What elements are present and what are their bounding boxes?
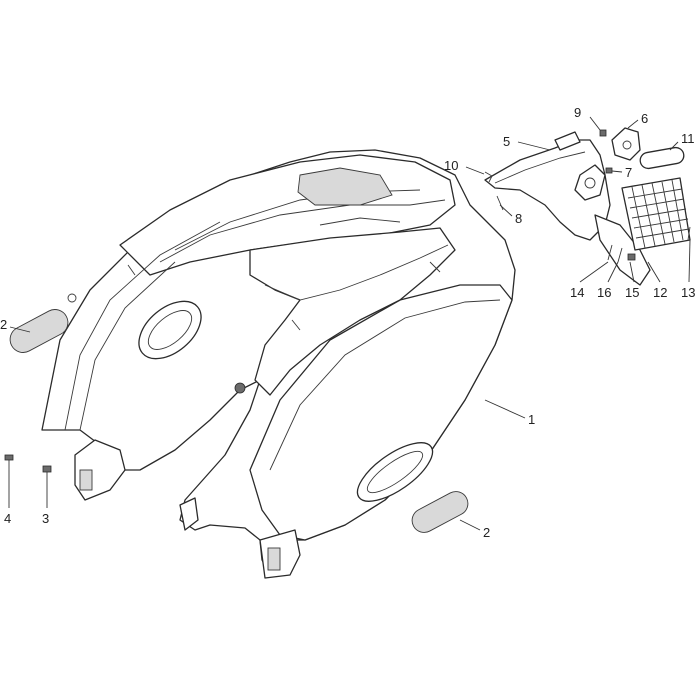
callout-12: 12: [653, 285, 667, 300]
cover-cap-part-6: [611, 127, 641, 161]
trim-pad-part-11: [639, 146, 685, 170]
clip-part-3: [42, 465, 52, 473]
leader-lines: [8, 116, 691, 531]
screw-part-4: [4, 454, 14, 470]
callout-9: 9: [574, 105, 581, 120]
trim-pad-bottom: [411, 491, 469, 533]
grille-part-12: [621, 177, 691, 251]
left-oval-cutout: [138, 300, 202, 360]
callout-15: 15: [625, 285, 639, 300]
callout-4: 4: [4, 511, 11, 526]
callout-1: 1: [528, 412, 535, 427]
callout-5: 5: [503, 134, 510, 149]
callout-8: 8: [515, 211, 522, 226]
callout-11: 11: [681, 131, 695, 146]
callout-14: 14: [570, 285, 584, 300]
callout-7: 7: [625, 165, 632, 180]
callout-10: 10: [444, 158, 458, 173]
callout-2b: 2: [483, 525, 490, 540]
callout-6: 6: [641, 111, 648, 126]
small-fasteners: [484, 129, 691, 263]
rear-body-cowl: [41, 149, 516, 579]
trim-pad-left: [9, 309, 69, 353]
callout-2a: 2: [0, 317, 7, 332]
callout-3: 3: [42, 511, 49, 526]
rear-handle-bracket: [484, 131, 651, 286]
callout-16: 16: [597, 285, 611, 300]
callouts: 1 2 2 3 4 5 6 7 8 9 10 11 12 13 14 15 16: [0, 105, 695, 540]
right-oval-cutout: [356, 442, 434, 502]
callout-13: 13: [681, 285, 695, 300]
